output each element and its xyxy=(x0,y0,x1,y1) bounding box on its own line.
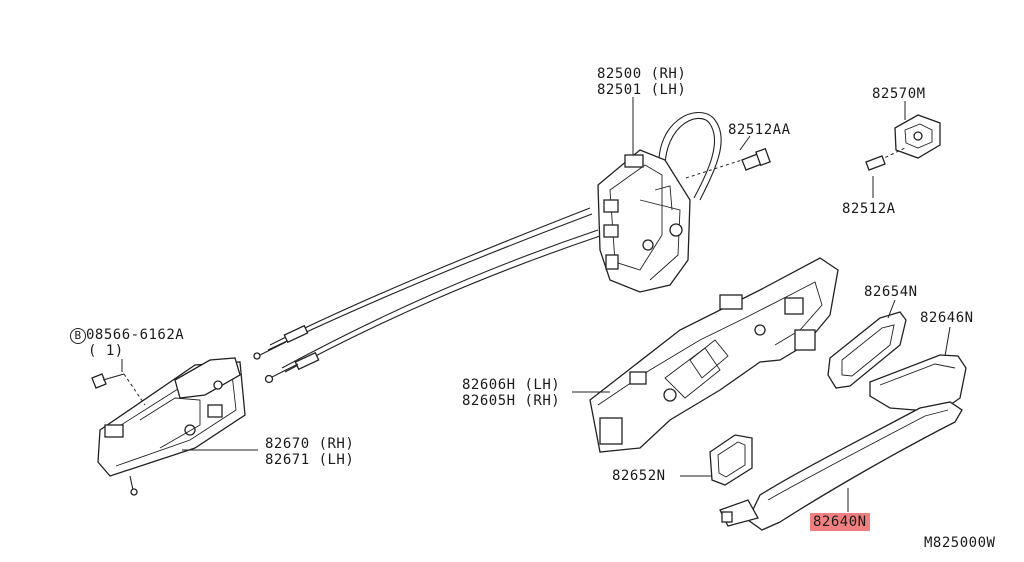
label-screw-qty: ( 1) xyxy=(88,343,124,359)
control-cables xyxy=(253,207,601,384)
escutcheon xyxy=(709,434,753,486)
door-lock-actuator xyxy=(597,149,691,293)
label-screw[interactable]: B 08566-6162A xyxy=(70,327,184,344)
label-lock-lh[interactable]: 82501 (LH) xyxy=(597,82,687,98)
label-handle-cover[interactable]: 82646N xyxy=(920,310,974,326)
handle-gasket xyxy=(827,311,907,389)
label-bracket-lh[interactable]: 82606H (LH) xyxy=(462,377,561,393)
figure-code: M825000W xyxy=(924,535,996,551)
screw-code: 08566-6162A xyxy=(86,327,185,343)
striker-82570M xyxy=(894,114,941,159)
outside-handle xyxy=(719,401,963,531)
circled-b-icon: B xyxy=(70,328,86,344)
bolt-82512AA xyxy=(685,147,771,179)
label-bolt-82512A[interactable]: 82512A xyxy=(842,201,896,217)
label-handle-highlighted[interactable]: 82640N xyxy=(810,513,870,531)
label-bolt-82512AA[interactable]: 82512AA xyxy=(728,122,791,138)
label-lower-lh[interactable]: 82671 (LH) xyxy=(265,452,355,468)
inner-bracket-assembly xyxy=(97,357,246,496)
bolt-82512A xyxy=(865,147,906,171)
label-escutcheon[interactable]: 82652N xyxy=(612,468,666,484)
handle-cover xyxy=(869,354,967,413)
outside-handle-bracket xyxy=(589,257,839,453)
screw-08566-6162A xyxy=(91,373,146,406)
screw-prefix: B xyxy=(74,329,82,342)
label-striker[interactable]: 82570M xyxy=(872,86,926,102)
leader-lines xyxy=(121,97,951,512)
loop-cable xyxy=(658,111,722,201)
label-bracket-rh[interactable]: 82605H (RH) xyxy=(462,393,561,409)
label-gasket[interactable]: 82654N xyxy=(864,284,918,300)
label-lock-rh[interactable]: 82500 (RH) xyxy=(597,66,687,82)
label-lower-rh[interactable]: 82670 (RH) xyxy=(265,436,355,452)
